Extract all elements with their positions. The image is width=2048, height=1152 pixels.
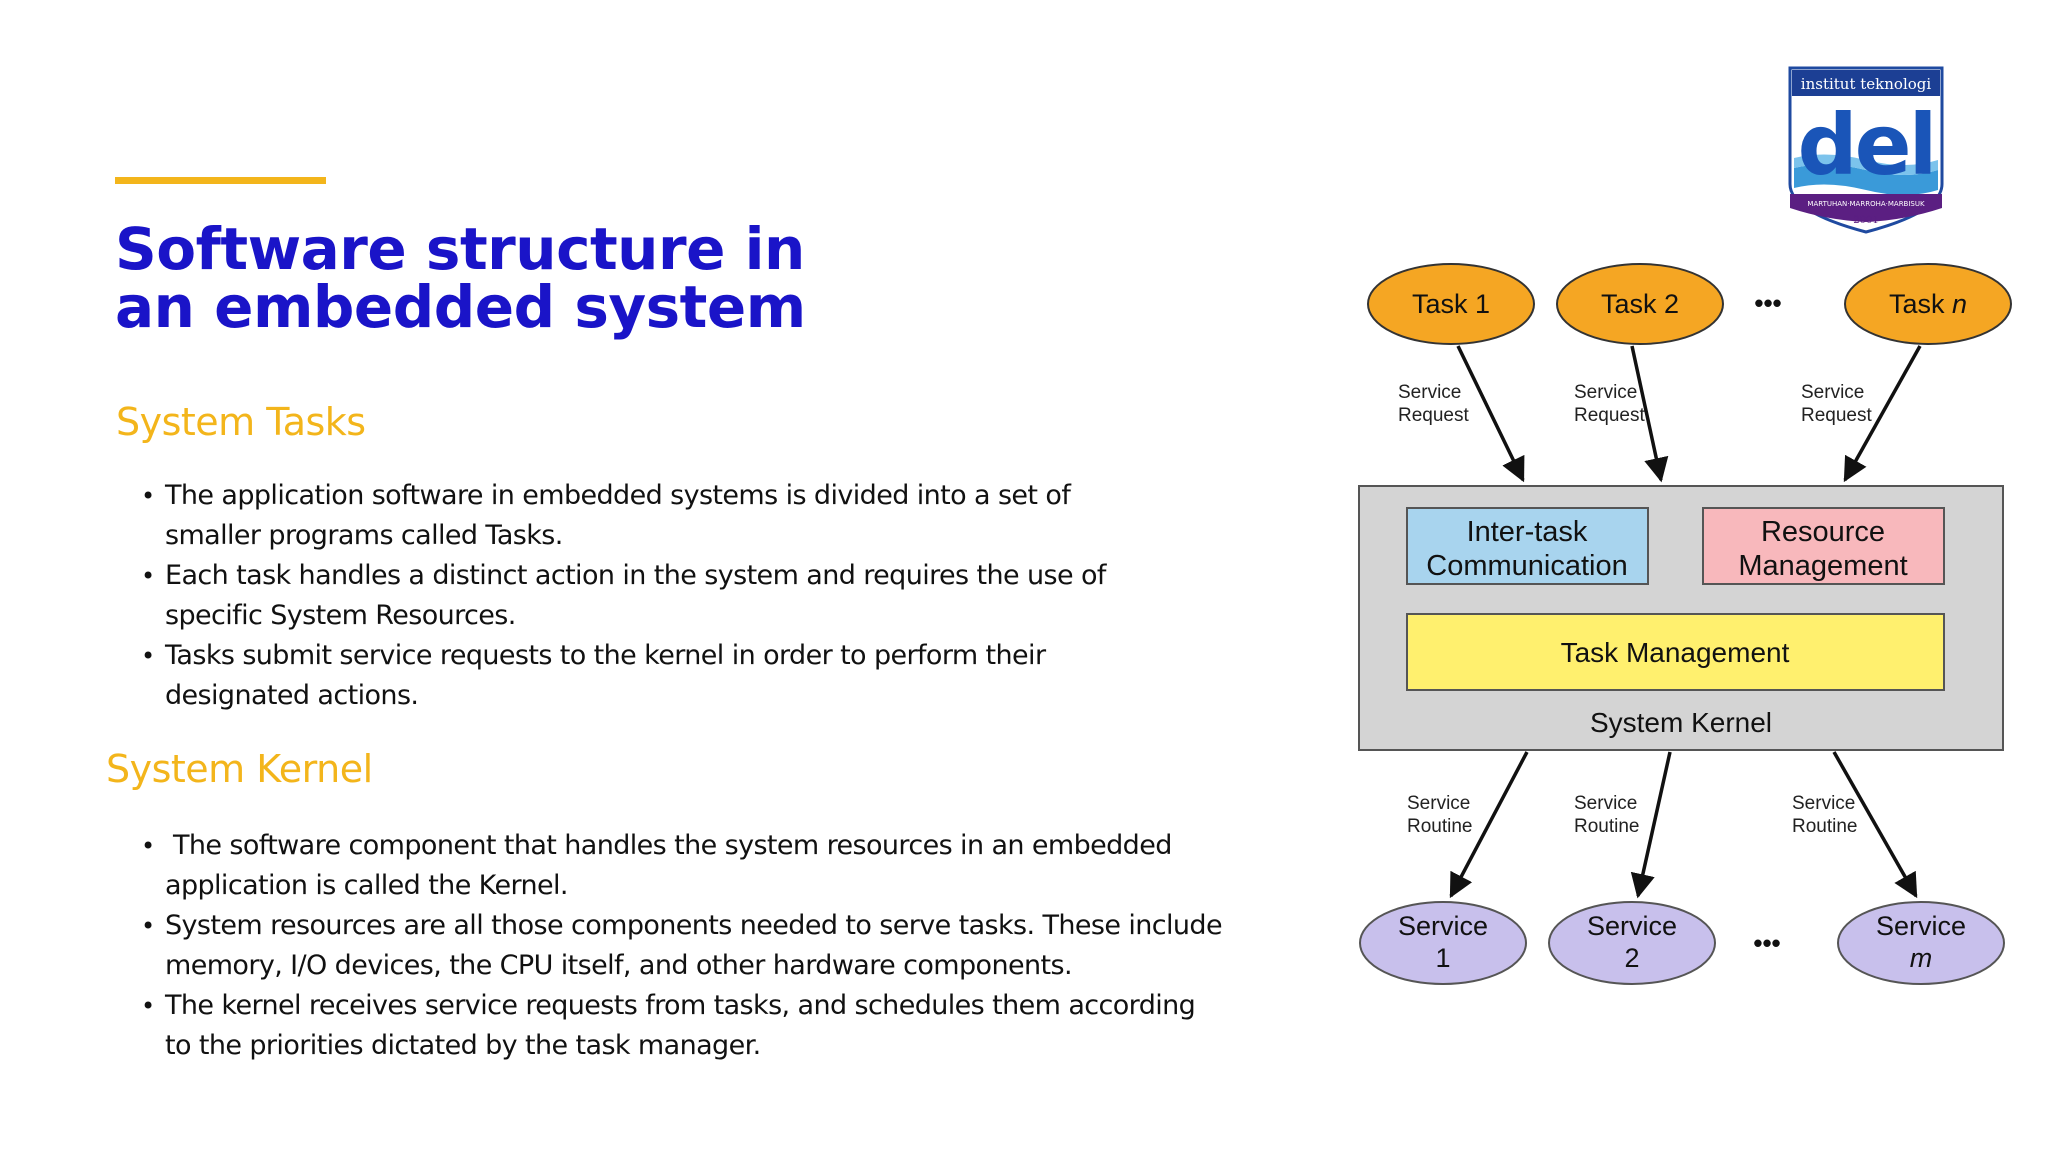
svg-text:Routine: Routine — [1792, 816, 1858, 837]
routine-arrow — [1832, 751, 1918, 899]
bullet-line: Tasks submit service requests to the ker… — [165, 640, 1046, 671]
bullet-item: System resources are all those component… — [141, 906, 1341, 986]
resource-label: Resource — [1761, 516, 1885, 548]
routine-arrow — [1449, 751, 1529, 899]
bullet-line: Each task handles a distinct action in t… — [165, 560, 1106, 591]
institution-logo: institut teknologi del MARTUHAN·MARROHA·… — [1786, 66, 1946, 234]
logo-motto: MARTUHAN·MARROHA·MARBISUK — [1807, 200, 1925, 208]
system-kernel-list: The software component that handles the … — [141, 826, 1341, 1066]
logo-year: 2001 — [1853, 215, 1878, 226]
bullet-line: smaller programs called Tasks. — [165, 520, 563, 551]
bullet-item: Each task handles a distinct action in t… — [141, 556, 1301, 636]
task-management-box — [1406, 613, 1945, 691]
svg-text:Request: Request — [1574, 405, 1645, 426]
bullet-line: to the priorities dictated by the task m… — [165, 1030, 761, 1061]
slide-title-line-2: an embedded system — [115, 273, 806, 341]
service-routine-label: Service Routine — [1792, 793, 1858, 837]
service-ellipse — [1837, 901, 2005, 985]
task-ellipsis: ••• — [1754, 288, 1781, 318]
logo-name: del — [1798, 96, 1935, 194]
svg-text:Routine: Routine — [1407, 816, 1473, 837]
svg-text:Service: Service — [1398, 382, 1461, 403]
service-routine-label: Service Routine — [1407, 793, 1473, 837]
bullet-line: The kernel receives service requests fro… — [165, 990, 1196, 1021]
bullet-line: The software component that handles the … — [165, 830, 1172, 861]
bullet-line: application is called the Kernel. — [165, 870, 569, 901]
task-label: Task n — [1889, 289, 1967, 319]
service-label: Service — [1876, 911, 1966, 941]
task-node-1: Task 1 — [1367, 263, 1535, 345]
service-ellipse — [1548, 901, 1716, 985]
svg-text:Request: Request — [1801, 405, 1872, 426]
service-node-1: Service 1 — [1359, 901, 1527, 985]
service-request-label: Service Request — [1398, 382, 1469, 426]
svg-text:Service: Service — [1801, 382, 1864, 403]
bullet-line: specific System Resources. — [165, 600, 516, 631]
bullet-item: The software component that handles the … — [141, 826, 1341, 906]
service-ellipse — [1359, 901, 1527, 985]
service-ellipsis: ••• — [1753, 928, 1780, 958]
service-label: Service — [1398, 911, 1488, 941]
inter-task-communication-box — [1406, 507, 1649, 585]
logo-top-text: institut teknologi — [1801, 75, 1932, 93]
bullet-line: System resources are all those component… — [165, 910, 1223, 941]
inter-task-label: Inter-task — [1467, 516, 1588, 548]
bullet-item: The application software in embedded sys… — [141, 476, 1301, 556]
resource-management-box — [1702, 507, 1945, 585]
system-kernel-box: Inter-task Communication Resource Manage… — [1358, 485, 2004, 751]
communication-label: Communication — [1426, 550, 1627, 582]
task-ellipse — [1367, 263, 1535, 345]
bullet-line: The application software in embedded sys… — [165, 480, 1071, 511]
service-number: 2 — [1624, 943, 1639, 973]
service-number: 1 — [1435, 943, 1450, 973]
request-arrow — [1843, 345, 1922, 483]
service-routine-label: Service Routine — [1574, 793, 1640, 837]
slide-title-line-1: Software structure in — [115, 215, 805, 283]
svg-text:Service: Service — [1407, 793, 1470, 814]
kernel-diagram: Task 1 Task 2 Task n ••• Service Request… — [1355, 255, 2015, 995]
bullet-line: designated actions. — [165, 680, 419, 711]
system-tasks-list: The application software in embedded sys… — [141, 476, 1301, 716]
bullet-item: Tasks submit service requests to the ker… — [141, 636, 1301, 716]
task-ellipse — [1844, 263, 2012, 345]
system-tasks-heading: System Tasks — [116, 400, 366, 444]
svg-text:Service: Service — [1574, 382, 1637, 403]
service-node-m: Service m — [1837, 901, 2005, 985]
request-arrow — [1456, 345, 1525, 483]
task-management-label: Task Management — [1561, 637, 1790, 668]
slide-title: Software structure in an embedded system — [115, 220, 806, 336]
svg-text:Service: Service — [1792, 793, 1855, 814]
request-arrow — [1630, 345, 1669, 483]
system-kernel-label: System Kernel — [1590, 707, 1772, 738]
svg-text:Routine: Routine — [1574, 816, 1640, 837]
svg-text:Request: Request — [1398, 405, 1469, 426]
service-request-label: Service Request — [1801, 382, 1872, 426]
task-label: Task 1 — [1412, 289, 1490, 319]
task-node-n: Task n — [1844, 263, 2012, 345]
task-ellipse — [1556, 263, 1724, 345]
accent-bar — [115, 177, 326, 184]
svg-text:Service: Service — [1574, 793, 1637, 814]
task-node-2: Task 2 — [1556, 263, 1724, 345]
management-label: Management — [1738, 550, 1907, 582]
service-request-label: Service Request — [1574, 382, 1645, 426]
routine-arrow — [1630, 751, 1672, 899]
logo-emblem-icon: institut teknologi del MARTUHAN·MARROHA·… — [1788, 66, 1944, 234]
bullet-line: memory, I/O devices, the CPU itself, and… — [165, 950, 1073, 981]
system-kernel-heading: System Kernel — [106, 747, 373, 791]
service-number: m — [1910, 943, 1933, 973]
task-label: Task 2 — [1601, 289, 1679, 319]
service-label: Service — [1587, 911, 1677, 941]
service-node-2: Service 2 — [1548, 901, 1716, 985]
bullet-item: The kernel receives service requests fro… — [141, 986, 1341, 1066]
